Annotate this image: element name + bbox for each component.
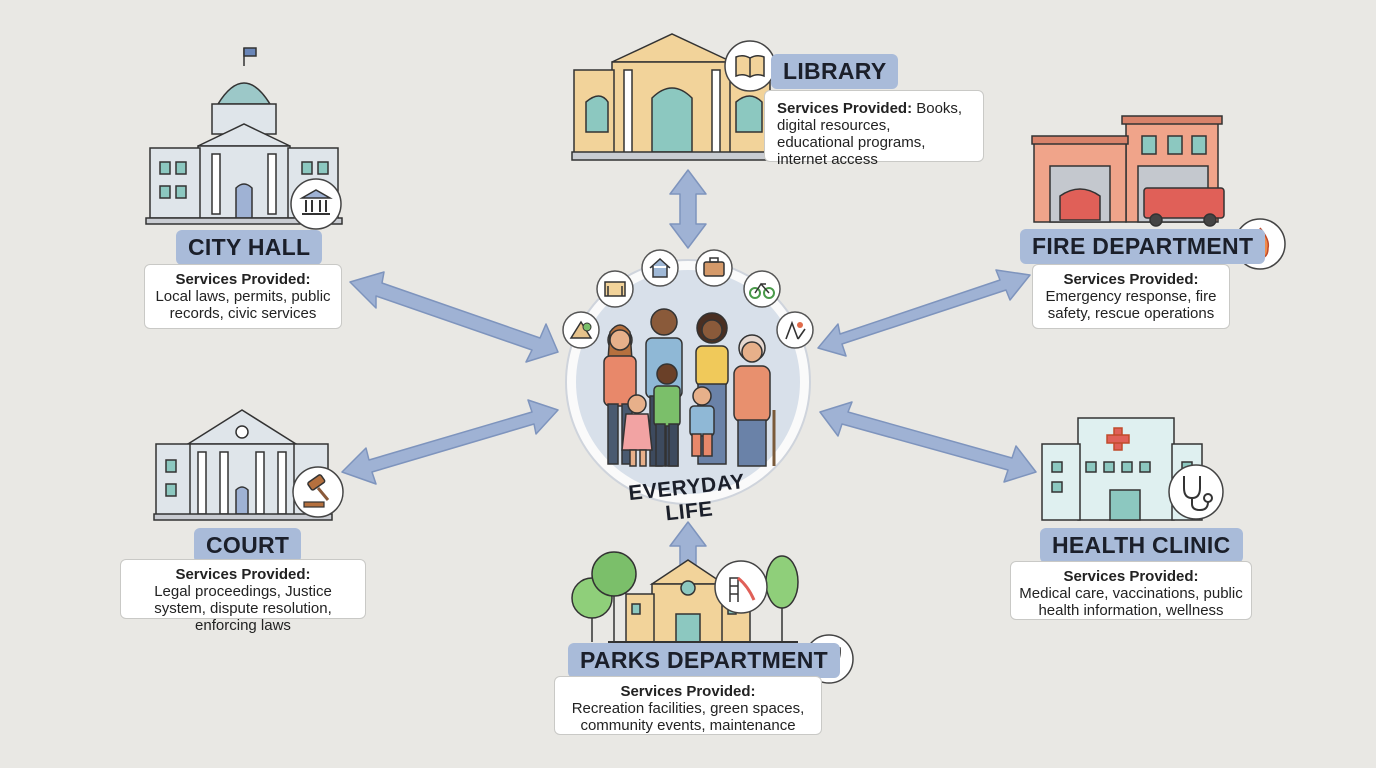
- court-services-heading: Services Provided:: [175, 566, 311, 583]
- fire-department-services: Services Provided: Emergency response, f…: [1032, 264, 1230, 329]
- parks-department-title: PARKS DEPARTMENT: [568, 643, 841, 678]
- fire-station-building: [1031, 115, 1225, 227]
- health-clinic-title: HEALTH CLINIC: [1040, 528, 1243, 563]
- arrow-health: [819, 401, 1037, 483]
- fire-department-services-text: Emergency response, fire safety, rescue …: [1045, 288, 1217, 322]
- court-services-text: Legal proceedings, Justice system, dispu…: [154, 583, 332, 634]
- family-illustration: [603, 308, 776, 467]
- bicycle-icon: [743, 270, 781, 308]
- briefcase-icon: [695, 249, 733, 287]
- health-clinic-services-heading: Services Provided:: [1063, 568, 1199, 585]
- book-icon: [724, 40, 776, 92]
- court-services: Services Provided: Legal proceedings, Ju…: [120, 559, 366, 634]
- arrow-library: [669, 169, 707, 249]
- arrow-city-hall: [349, 271, 559, 363]
- home-icon: [641, 249, 679, 287]
- city-hall-services-text: Local laws, permits, public records, civ…: [155, 288, 331, 322]
- park-icon: [562, 311, 600, 349]
- parks-department-services-heading: Services Provided:: [620, 683, 756, 700]
- government-icon: [290, 178, 342, 230]
- city-hall-services: Services Provided: Local laws, permits, …: [144, 264, 342, 329]
- fire-department-services-heading: Services Provided:: [1063, 271, 1199, 288]
- court-title: COURT: [194, 528, 302, 563]
- library-services-heading: Services Provided:: [777, 100, 917, 117]
- parks-building: [571, 551, 799, 643]
- library-title: LIBRARY: [771, 54, 899, 89]
- school-icon: [596, 270, 634, 308]
- library-services: Services Provided: Books, digital resour…: [764, 90, 984, 168]
- health-clinic-services: Services Provided: Medical care, vaccina…: [1010, 561, 1252, 620]
- library-services-text: Books, digital resources, educational pr…: [777, 100, 963, 168]
- library-building: [571, 33, 773, 161]
- city-hall-services-heading: Services Provided:: [175, 271, 311, 288]
- arrow-fire: [817, 269, 1031, 357]
- parks-department-services: Services Provided: Recreation facilities…: [554, 676, 822, 735]
- gavel-icon: [292, 466, 344, 518]
- fire-department-title: FIRE DEPARTMENT: [1020, 229, 1266, 264]
- playground-icon: [776, 311, 814, 349]
- slide-icon: [714, 560, 768, 614]
- city-hall-title: CITY HALL: [176, 230, 323, 265]
- arrow-court: [341, 399, 559, 485]
- health-clinic-services-text: Medical care, vaccinations, public healt…: [1019, 585, 1243, 619]
- parks-department-services-text: Recreation facilities, green spaces, com…: [571, 700, 805, 734]
- stethoscope-icon: [1168, 464, 1224, 520]
